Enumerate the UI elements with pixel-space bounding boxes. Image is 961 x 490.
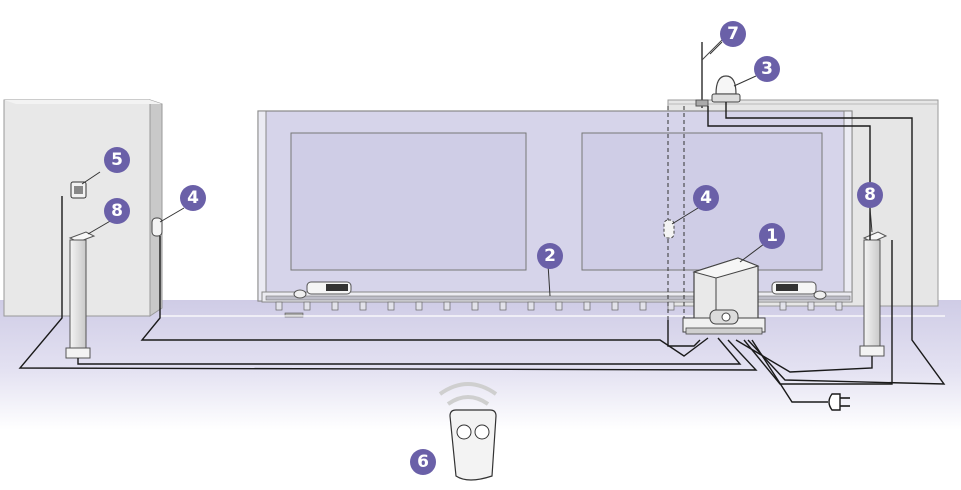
- rack-bracket: [415, 301, 423, 311]
- gate-panel-left: [290, 132, 527, 271]
- power-plug-icon: [828, 393, 850, 411]
- rack: [265, 295, 851, 301]
- callout-8-right: 8: [857, 182, 883, 208]
- callout-4-right: 4: [693, 185, 719, 211]
- rack-bracket: [387, 301, 395, 311]
- callout-8-left: 8: [104, 198, 130, 224]
- callout-4-left: 4: [180, 185, 206, 211]
- svg-text:8: 8: [864, 185, 876, 205]
- rack-bracket: [303, 301, 311, 311]
- sliding-gate: [257, 110, 853, 318]
- antenna: [695, 39, 723, 108]
- rack-bracket: [583, 301, 591, 311]
- rack-bracket: [499, 301, 507, 311]
- rack-bracket: [807, 301, 815, 311]
- photocell-left: [151, 217, 163, 237]
- callout-1: 1: [759, 223, 785, 249]
- rack-bracket: [611, 301, 619, 311]
- post-right: [859, 231, 888, 357]
- remote-transmitter: [438, 382, 498, 481]
- svg-text:6: 6: [417, 452, 429, 472]
- rack-bracket: [331, 301, 339, 311]
- rack-bracket: [443, 301, 451, 311]
- svg-text:4: 4: [187, 188, 199, 208]
- rack-bracket: [667, 301, 675, 311]
- gearmotor: [682, 257, 766, 335]
- rack-bracket: [275, 301, 283, 311]
- photocell-right: [663, 219, 675, 239]
- post-left: [65, 231, 96, 359]
- rack-bracket: [835, 301, 843, 311]
- leader-lines: [81, 41, 873, 297]
- rack-teeth: [275, 301, 843, 311]
- flashing-light: [711, 75, 741, 103]
- callout-3: 3: [754, 56, 780, 82]
- svg-text:3: 3: [761, 59, 773, 79]
- svg-text:5: 5: [111, 150, 123, 170]
- rack-bracket: [359, 301, 367, 311]
- svg-text:8: 8: [111, 201, 123, 221]
- svg-text:4: 4: [700, 188, 712, 208]
- rack-bracket: [555, 301, 563, 311]
- callout-badges: 1 2 3 4 4 5 6 7: [104, 21, 883, 475]
- svg-text:2: 2: [544, 246, 556, 266]
- rack-bracket: [471, 301, 479, 311]
- svg-text:7: 7: [727, 24, 739, 44]
- callout-6: 6: [410, 449, 436, 475]
- callout-2: 2: [537, 243, 563, 269]
- key-selector: [70, 181, 87, 199]
- rack-bracket: [779, 301, 787, 311]
- callout-5: 5: [104, 147, 130, 173]
- rack-bracket: [639, 301, 647, 311]
- ground: [0, 300, 961, 430]
- svg-text:1: 1: [766, 226, 778, 246]
- rack-bracket: [527, 301, 535, 311]
- callout-7: 7: [720, 21, 746, 47]
